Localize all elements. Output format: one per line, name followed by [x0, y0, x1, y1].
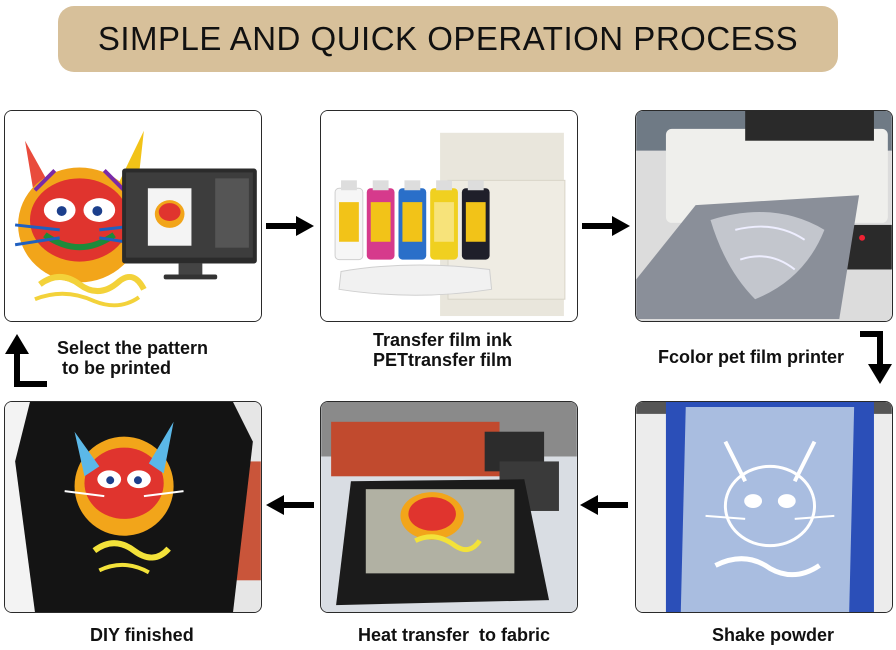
banner-title: SIMPLE AND QUICK OPERATION PROCESS: [97, 20, 799, 57]
arrow-right-icon: [582, 216, 630, 236]
step-ink-film-image: [320, 110, 578, 322]
title-banner: SIMPLE AND QUICK OPERATION PROCESS: [58, 6, 838, 72]
arrow-right-icon: [266, 216, 314, 236]
step-ink-label-line1: Transfer film ink: [373, 330, 513, 350]
arrow-up-bend-icon: [5, 334, 47, 387]
arrow-down-bend-icon: [860, 331, 892, 384]
step-heat-transfer-image: [320, 401, 578, 613]
step-shake-powder-image: [635, 401, 893, 613]
step-ink-label-line2: PETtransfer film: [373, 350, 513, 370]
step-diy-label: DIY finished: [90, 625, 194, 645]
step-heat-label: Heat transfer to fabric: [358, 625, 551, 645]
step-select-pattern-image: [4, 110, 262, 322]
arrow-left-icon: [266, 495, 314, 515]
step-select-label-line1: Select the pattern: [57, 338, 209, 358]
step-printer-image: [635, 110, 893, 322]
arrow-left-icon: [580, 495, 628, 515]
step-printer-label: Fcolor pet film printer: [658, 347, 845, 367]
step-shake-label: Shake powder: [712, 625, 835, 645]
step-select-label-line2: to be printed: [62, 358, 171, 378]
step-diy-finished-image: [4, 401, 262, 613]
